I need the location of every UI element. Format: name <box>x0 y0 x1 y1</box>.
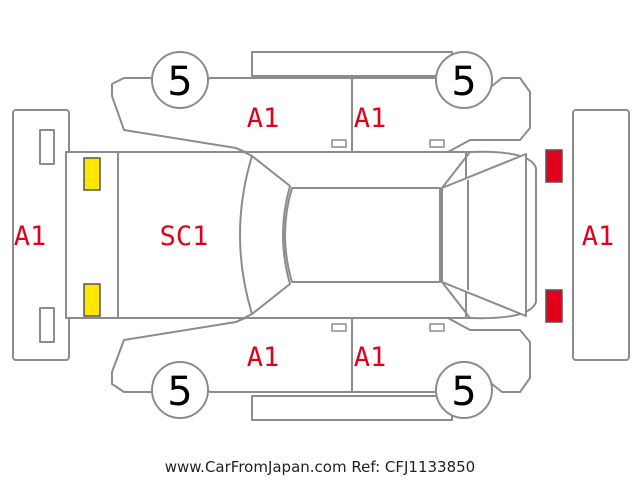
door-handle-bottom-rear <box>429 323 445 332</box>
wheel-front-left-circle <box>151 51 209 109</box>
wheel-front-right-grade: 5 <box>167 369 192 415</box>
rear-bumper <box>572 109 630 361</box>
wheel-rear-right-circle <box>435 361 493 419</box>
roof-rail-bottom <box>251 395 453 421</box>
hood-code: SC1 <box>160 221 209 252</box>
taillight-icon <box>545 149 563 183</box>
rear-window <box>441 153 527 317</box>
rear-bumper-code: A1 <box>582 221 615 252</box>
front-bumper-slot-top <box>39 129 55 165</box>
wheel-front-right-circle <box>151 361 209 419</box>
front-bumper-code: A1 <box>14 221 47 252</box>
door-front-right-code: A1 <box>247 342 280 373</box>
headlight-icon <box>83 157 101 191</box>
door-rear-right-code: A1 <box>354 342 387 373</box>
windshield <box>239 155 291 315</box>
roof-rail-top <box>251 51 453 77</box>
roof <box>284 187 441 283</box>
wheel-rear-right-grade: 5 <box>451 369 476 415</box>
door-front-left-code: A1 <box>247 103 280 134</box>
wheel-rear-left-circle <box>435 51 493 109</box>
door-handle-top-rear <box>429 139 445 148</box>
headlight-icon <box>83 283 101 317</box>
footer-reference: www.CarFromJapan.com Ref: CFJ1133850 <box>165 458 475 476</box>
front-bumper-slot-bottom <box>39 307 55 343</box>
door-rear-left-code: A1 <box>354 103 387 134</box>
door-handle-top-front <box>331 139 347 148</box>
taillight-icon <box>545 289 563 323</box>
wheel-front-left-grade: 5 <box>167 59 192 105</box>
wheel-rear-left-grade: 5 <box>451 59 476 105</box>
door-handle-bottom-front <box>331 323 347 332</box>
